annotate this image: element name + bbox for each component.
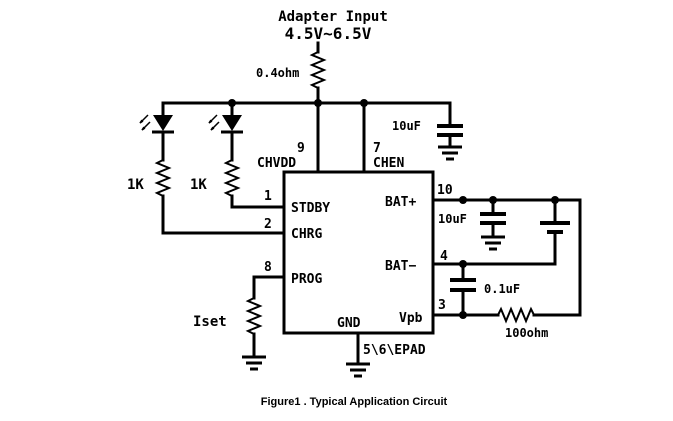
pin-chen-name: CHEN bbox=[373, 156, 404, 171]
vpb-net bbox=[431, 306, 582, 324]
battery-capacitor-label: 10uF bbox=[438, 212, 467, 226]
led1-resistor-label: 1K bbox=[127, 177, 144, 193]
iset-resistor bbox=[242, 275, 286, 371]
led-2 bbox=[208, 101, 243, 162]
battery-capacitor bbox=[480, 198, 506, 251]
pin-prog-name: PROG bbox=[291, 272, 322, 287]
pin-batp-number: 10 bbox=[437, 183, 453, 198]
input-resistor-label: 0.4ohm bbox=[256, 66, 299, 80]
bat-minus-net bbox=[431, 260, 557, 317]
pin-chrg-number: 2 bbox=[264, 217, 272, 232]
input-resistor bbox=[309, 41, 327, 105]
pin-vpb-name: Vpb bbox=[399, 311, 423, 326]
input-capacitor bbox=[437, 101, 463, 161]
pin-stdby-name: STDBY bbox=[291, 201, 330, 216]
iset-resistor-label: Iset bbox=[193, 314, 227, 330]
battery-cell bbox=[540, 198, 570, 266]
pin-gnd-name: GND bbox=[337, 316, 361, 331]
pin-stdby-number: 1 bbox=[264, 189, 272, 204]
adapter-input-title: Adapter Input bbox=[278, 9, 388, 25]
led1-resistor bbox=[154, 159, 172, 235]
input-capacitor-label: 10uF bbox=[392, 119, 421, 133]
adapter-voltage-range: 4.5V~6.5V bbox=[285, 24, 372, 43]
led2-resistor bbox=[223, 159, 286, 209]
pin-chvdd-number: 9 bbox=[297, 141, 305, 156]
pin-batn-number: 4 bbox=[440, 249, 448, 264]
pin-batp-name: BAT+ bbox=[385, 195, 416, 210]
led2-resistor-label: 1K bbox=[190, 177, 207, 193]
vpb-capacitor-label: 0.1uF bbox=[484, 282, 520, 296]
pin-prog-number: 8 bbox=[264, 260, 272, 275]
pin-gnd-number: 5\6\EPAD bbox=[363, 343, 426, 358]
pin-chvdd-name: CHVDD bbox=[257, 156, 296, 171]
pin-chen-number: 7 bbox=[373, 141, 381, 156]
vpb-resistor-label: 100ohm bbox=[505, 326, 548, 340]
led-1 bbox=[139, 101, 174, 162]
pin-chrg-name: CHRG bbox=[291, 227, 322, 242]
pin-vpb-number: 3 bbox=[438, 298, 446, 313]
figure-caption: Figure1 . Typical Application Circuit bbox=[261, 396, 448, 408]
pin-batn-name: BAT− bbox=[385, 259, 416, 274]
ic-ground-symbol bbox=[346, 331, 370, 378]
